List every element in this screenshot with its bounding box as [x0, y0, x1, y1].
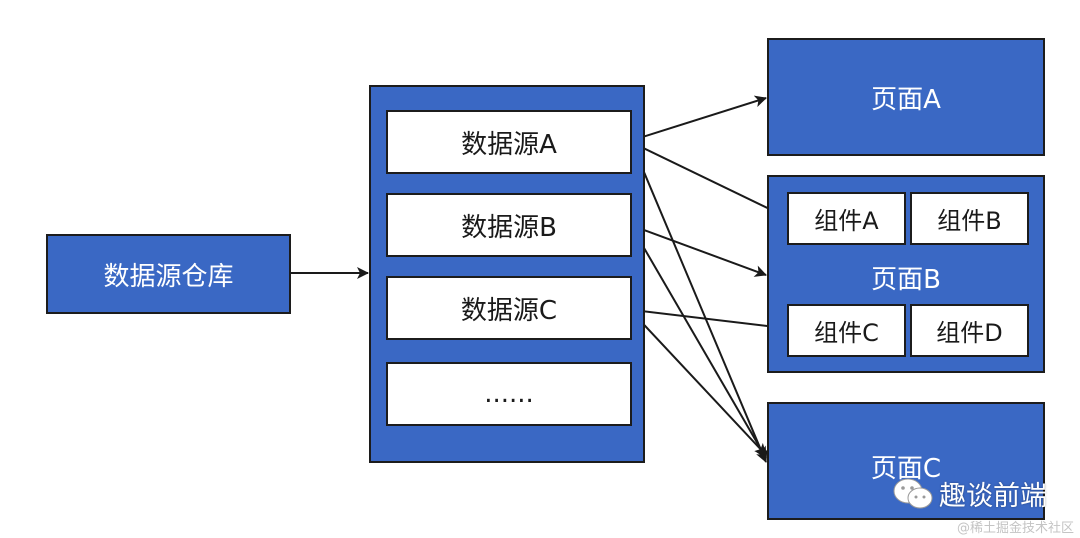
arrow-sourceC-to-pageC: [632, 312, 767, 456]
component-b-label: 组件B: [937, 207, 1002, 235]
watermark-sub-text: @稀土掘金技术社区: [957, 521, 1075, 536]
component-b: 组件B: [910, 192, 1029, 245]
arrow-sourceB-to-pageC: [632, 228, 767, 459]
warehouse-label: 数据源仓库: [103, 261, 234, 292]
page-a: 页面A: [767, 38, 1045, 156]
arrow-sourceB-to-pageB: [632, 225, 767, 277]
arrow-sourceA-to-pageC: [632, 145, 768, 463]
component-d: 组件D: [910, 304, 1029, 357]
arrow-sourceA-to-componentA: [632, 142, 785, 217]
data-source-c-label: 数据源C: [460, 295, 558, 326]
arrow-sourceC-to-componentC: [632, 309, 785, 333]
data-source-c: 数据源C: [386, 276, 632, 340]
data-source-more-label: ......: [484, 379, 534, 409]
data-source-a: 数据源A: [386, 110, 632, 174]
data-source-b: 数据源B: [386, 193, 632, 257]
data-source-more: ......: [386, 362, 632, 426]
page-a-label: 页面A: [871, 84, 941, 115]
data-source-b-label: 数据源B: [461, 212, 557, 243]
watermark-main-text: 趣谈前端: [939, 481, 1047, 512]
data-source-warehouse: 数据源仓库: [46, 234, 291, 314]
component-a: 组件A: [787, 192, 906, 245]
component-a-label: 组件A: [814, 207, 879, 235]
data-source-a-label: 数据源A: [461, 129, 557, 160]
component-c: 组件C: [787, 304, 906, 357]
watermark: 趣谈前端: [893, 474, 1047, 513]
component-c-label: 组件C: [814, 319, 879, 347]
component-d-label: 组件D: [936, 319, 1003, 347]
wechat-bubbles-icon: [893, 478, 933, 508]
arrow-sourceA-to-pageA: [632, 95, 767, 141]
page-b-label: 页面B: [871, 265, 941, 295]
